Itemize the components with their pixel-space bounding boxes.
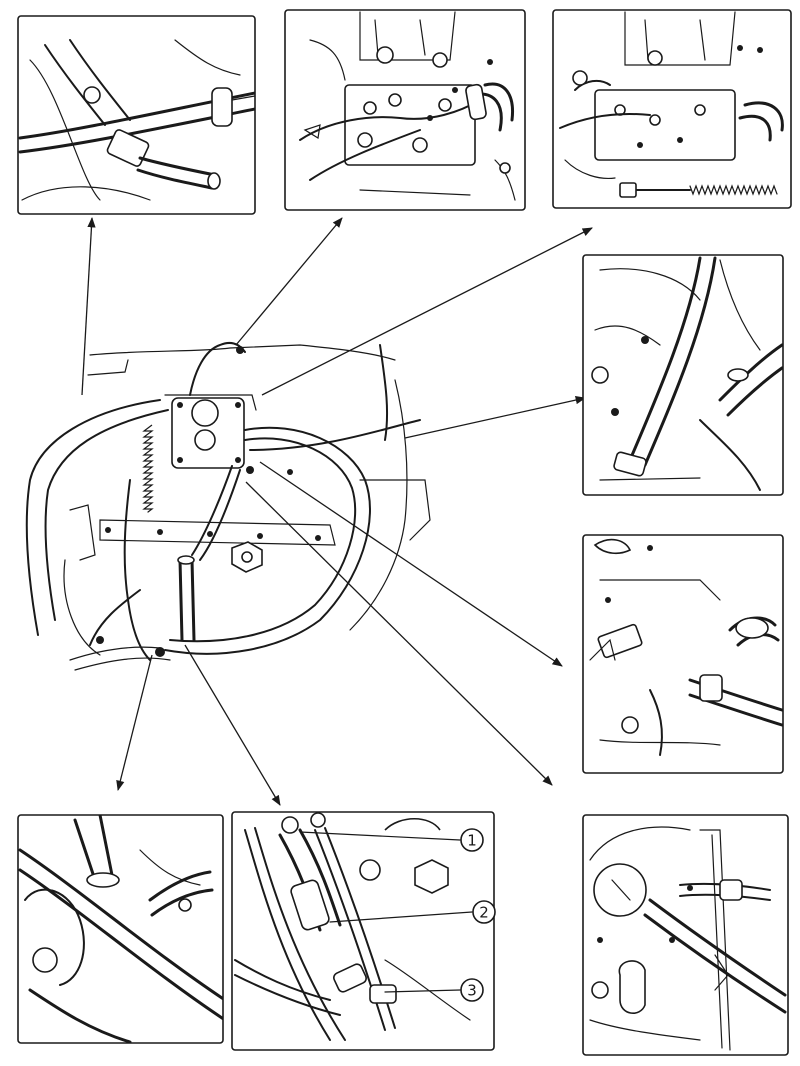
hose-loop-left — [25, 399, 161, 636]
callout-2: 2 — [472, 900, 496, 924]
callout-1: 1 — [460, 828, 484, 852]
pipe-elbow — [735, 617, 769, 639]
carburetor-base — [344, 84, 476, 166]
detail-right-middle — [582, 534, 784, 774]
callout-2-label: 2 — [479, 904, 489, 922]
callout-1-label: 1 — [467, 832, 477, 850]
hose-joint — [719, 879, 743, 901]
hose-loop-right — [164, 426, 371, 655]
vacuum-switch — [290, 879, 330, 931]
detail-bottom-right — [582, 814, 789, 1056]
leader-arrows — [81, 216, 593, 806]
pulley-outline — [593, 863, 647, 917]
intake-manifold — [99, 519, 336, 546]
cable-spring — [689, 184, 778, 196]
hose-clamp-ring — [86, 872, 120, 888]
callout-leader-3 — [384, 989, 461, 993]
detail-right-upper — [582, 254, 784, 496]
clip-ring — [83, 86, 101, 104]
callout-3-label: 3 — [467, 982, 477, 1000]
hose-connector — [106, 129, 150, 167]
clip-hook — [593, 538, 632, 555]
arrow-to-right-lower-detail — [245, 481, 553, 786]
detail-top-right — [552, 9, 792, 209]
throttle-spring — [142, 424, 154, 513]
carburetor-side — [594, 89, 736, 161]
arrow-to-top-middle-detail — [235, 217, 343, 346]
hose-clamp-lower — [613, 451, 647, 477]
arrow-to-top-right-detail — [261, 227, 593, 396]
hose-clamp-right — [699, 674, 723, 702]
bottom-nut — [414, 859, 449, 894]
callout-leader-2 — [329, 911, 473, 923]
engine-overview — [25, 342, 431, 671]
arrow-to-right-middle-detail — [259, 461, 563, 667]
detail-top-middle — [284, 9, 526, 211]
callout-3: 3 — [460, 978, 484, 1002]
arrow-to-bottom-middle-detail — [184, 644, 281, 806]
clamp-ring — [727, 368, 749, 382]
vacuum-canister — [618, 960, 646, 1014]
hose-clamp — [211, 87, 233, 127]
arrow-to-top-left-detail — [81, 216, 96, 396]
arrow-to-right-upper-detail — [404, 395, 587, 439]
carburetor-inlet — [191, 399, 219, 427]
callout-leader-1 — [299, 831, 461, 841]
detail-bottom-left — [17, 814, 224, 1044]
detail-top-left — [17, 15, 256, 215]
arrow-to-bottom-left-detail — [116, 654, 153, 792]
detail-bottom-middle: 1 2 3 — [231, 811, 496, 1051]
